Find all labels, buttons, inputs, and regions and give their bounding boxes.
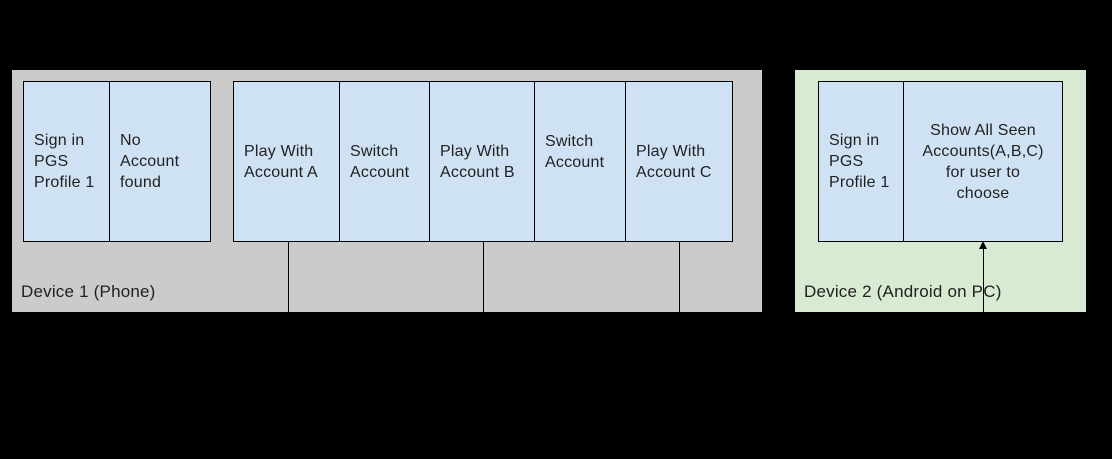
device2-box-group: Sign in PGS Profile 1 Show All Seen Acco… <box>818 81 1063 242</box>
arrow-shaft <box>983 247 984 312</box>
flow-box-play-with-account-c: Play With Account C <box>626 81 733 242</box>
arrow-up-connector <box>979 241 987 312</box>
flow-box-switch-account-2: Switch Account <box>535 81 626 242</box>
device1-box-group-play: Play With Account A Switch Account Play … <box>233 81 733 242</box>
box-label: Sign in PGS Profile 1 <box>34 132 95 191</box>
box-label: Play With Account C <box>636 142 712 181</box>
device2-label: Device 2 (Android on PC) <box>804 282 1002 301</box>
box-label: No Account found <box>120 132 180 191</box>
box-label: Show All Seen Accounts(A,B,C) for user t… <box>922 121 1044 202</box>
flow-box-sign-in-pgs-profile-1: Sign in PGS Profile 1 <box>23 81 110 242</box>
flow-box-no-account-found: No Account found <box>110 81 211 242</box>
flow-box-show-all-seen-accounts: Show All Seen Accounts(A,B,C) for user t… <box>904 81 1063 242</box>
device1-box-group-signin: Sign in PGS Profile 1 No Account found <box>23 81 211 242</box>
connector-line-account-b <box>483 242 484 312</box>
box-label: Play With Account A <box>244 142 318 181</box>
connector-line-account-c <box>679 242 680 312</box>
box-label: Switch Account <box>545 132 605 171</box>
flow-box-switch-account-1: Switch Account <box>340 81 430 242</box>
box-label: Play With Account B <box>440 142 515 181</box>
box-label: Switch Account <box>350 142 410 181</box>
device2-panel: Sign in PGS Profile 1 Show All Seen Acco… <box>795 70 1086 312</box>
flow-box-play-with-account-b: Play With Account B <box>430 81 535 242</box>
flow-box-sign-in-pgs-profile-1-device2: Sign in PGS Profile 1 <box>818 81 904 242</box>
connector-line-account-a <box>288 242 289 312</box>
device1-label: Device 1 (Phone) <box>21 282 156 301</box>
arrow-head-icon <box>979 241 987 249</box>
flow-box-play-with-account-a: Play With Account A <box>233 81 340 242</box>
device1-panel: Sign in PGS Profile 1 No Account found P… <box>12 70 762 312</box>
box-label: Sign in PGS Profile 1 <box>829 132 890 191</box>
